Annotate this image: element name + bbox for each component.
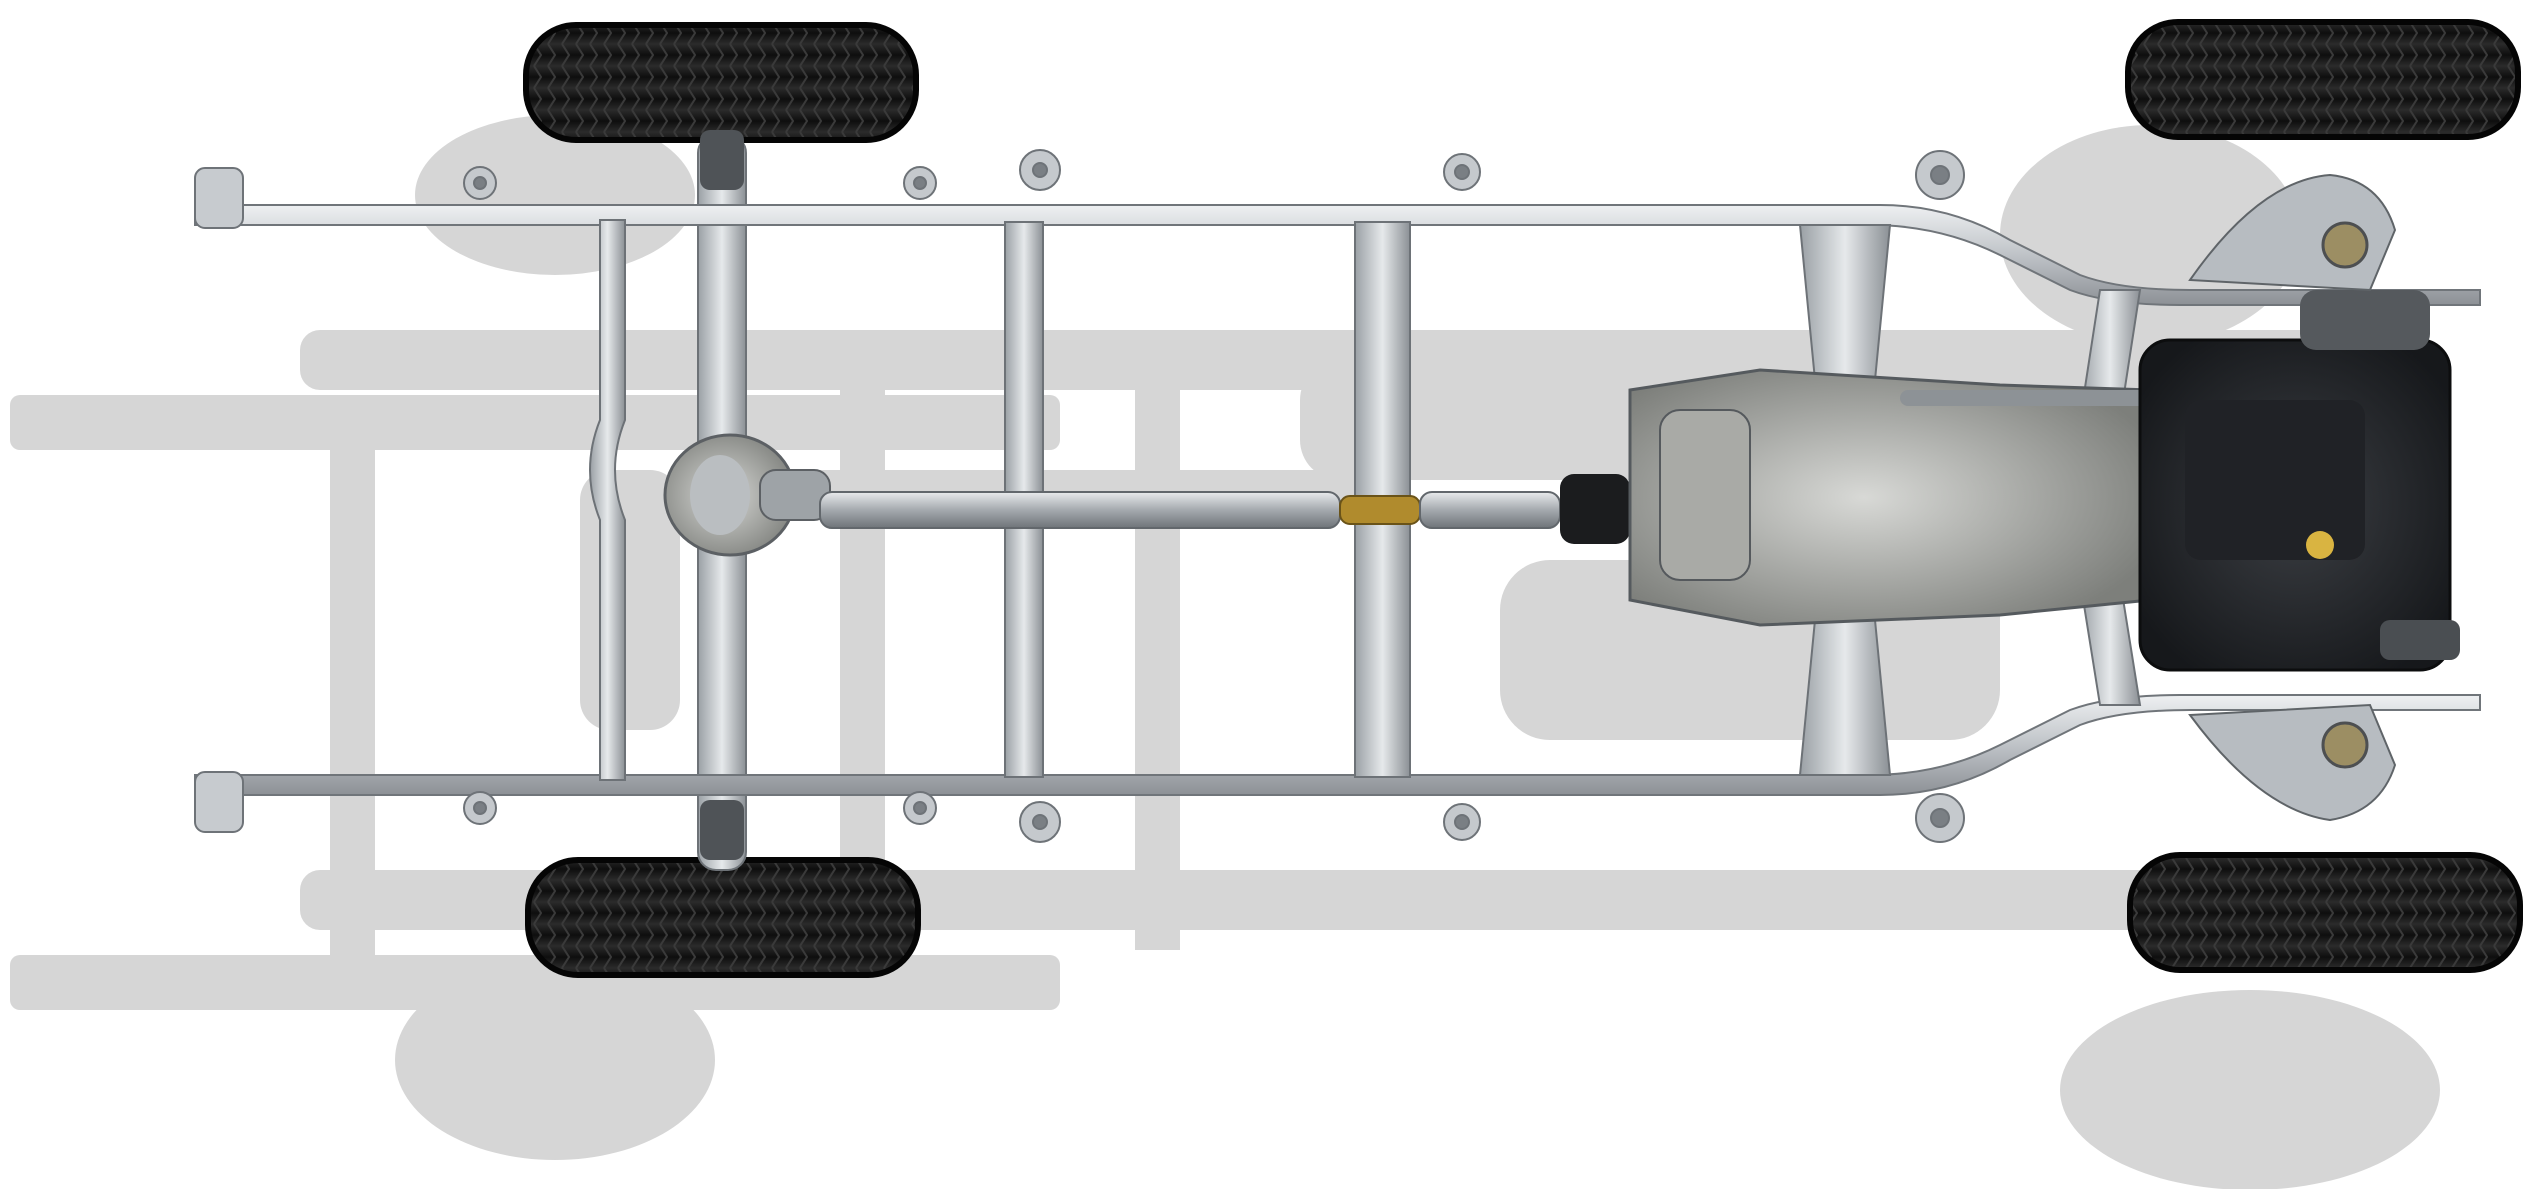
rear-left-tire [523, 22, 919, 143]
tires [523, 19, 2523, 978]
engine [2138, 290, 2460, 672]
right-frame-rail [194, 694, 2481, 796]
frame-rails [194, 167, 2481, 833]
front-suspension [2188, 173, 2397, 822]
rear-axle [663, 130, 831, 871]
rear-crossmember [589, 219, 626, 781]
left-frame-rail [194, 204, 2481, 306]
front-left-tire [2125, 19, 2521, 140]
differential [663, 433, 831, 557]
body-mounts [463, 149, 1965, 843]
rear-right-tire [525, 857, 921, 978]
transmission [1628, 368, 2152, 627]
front-right-tire [2127, 852, 2523, 973]
propeller-shaft [819, 474, 1630, 544]
